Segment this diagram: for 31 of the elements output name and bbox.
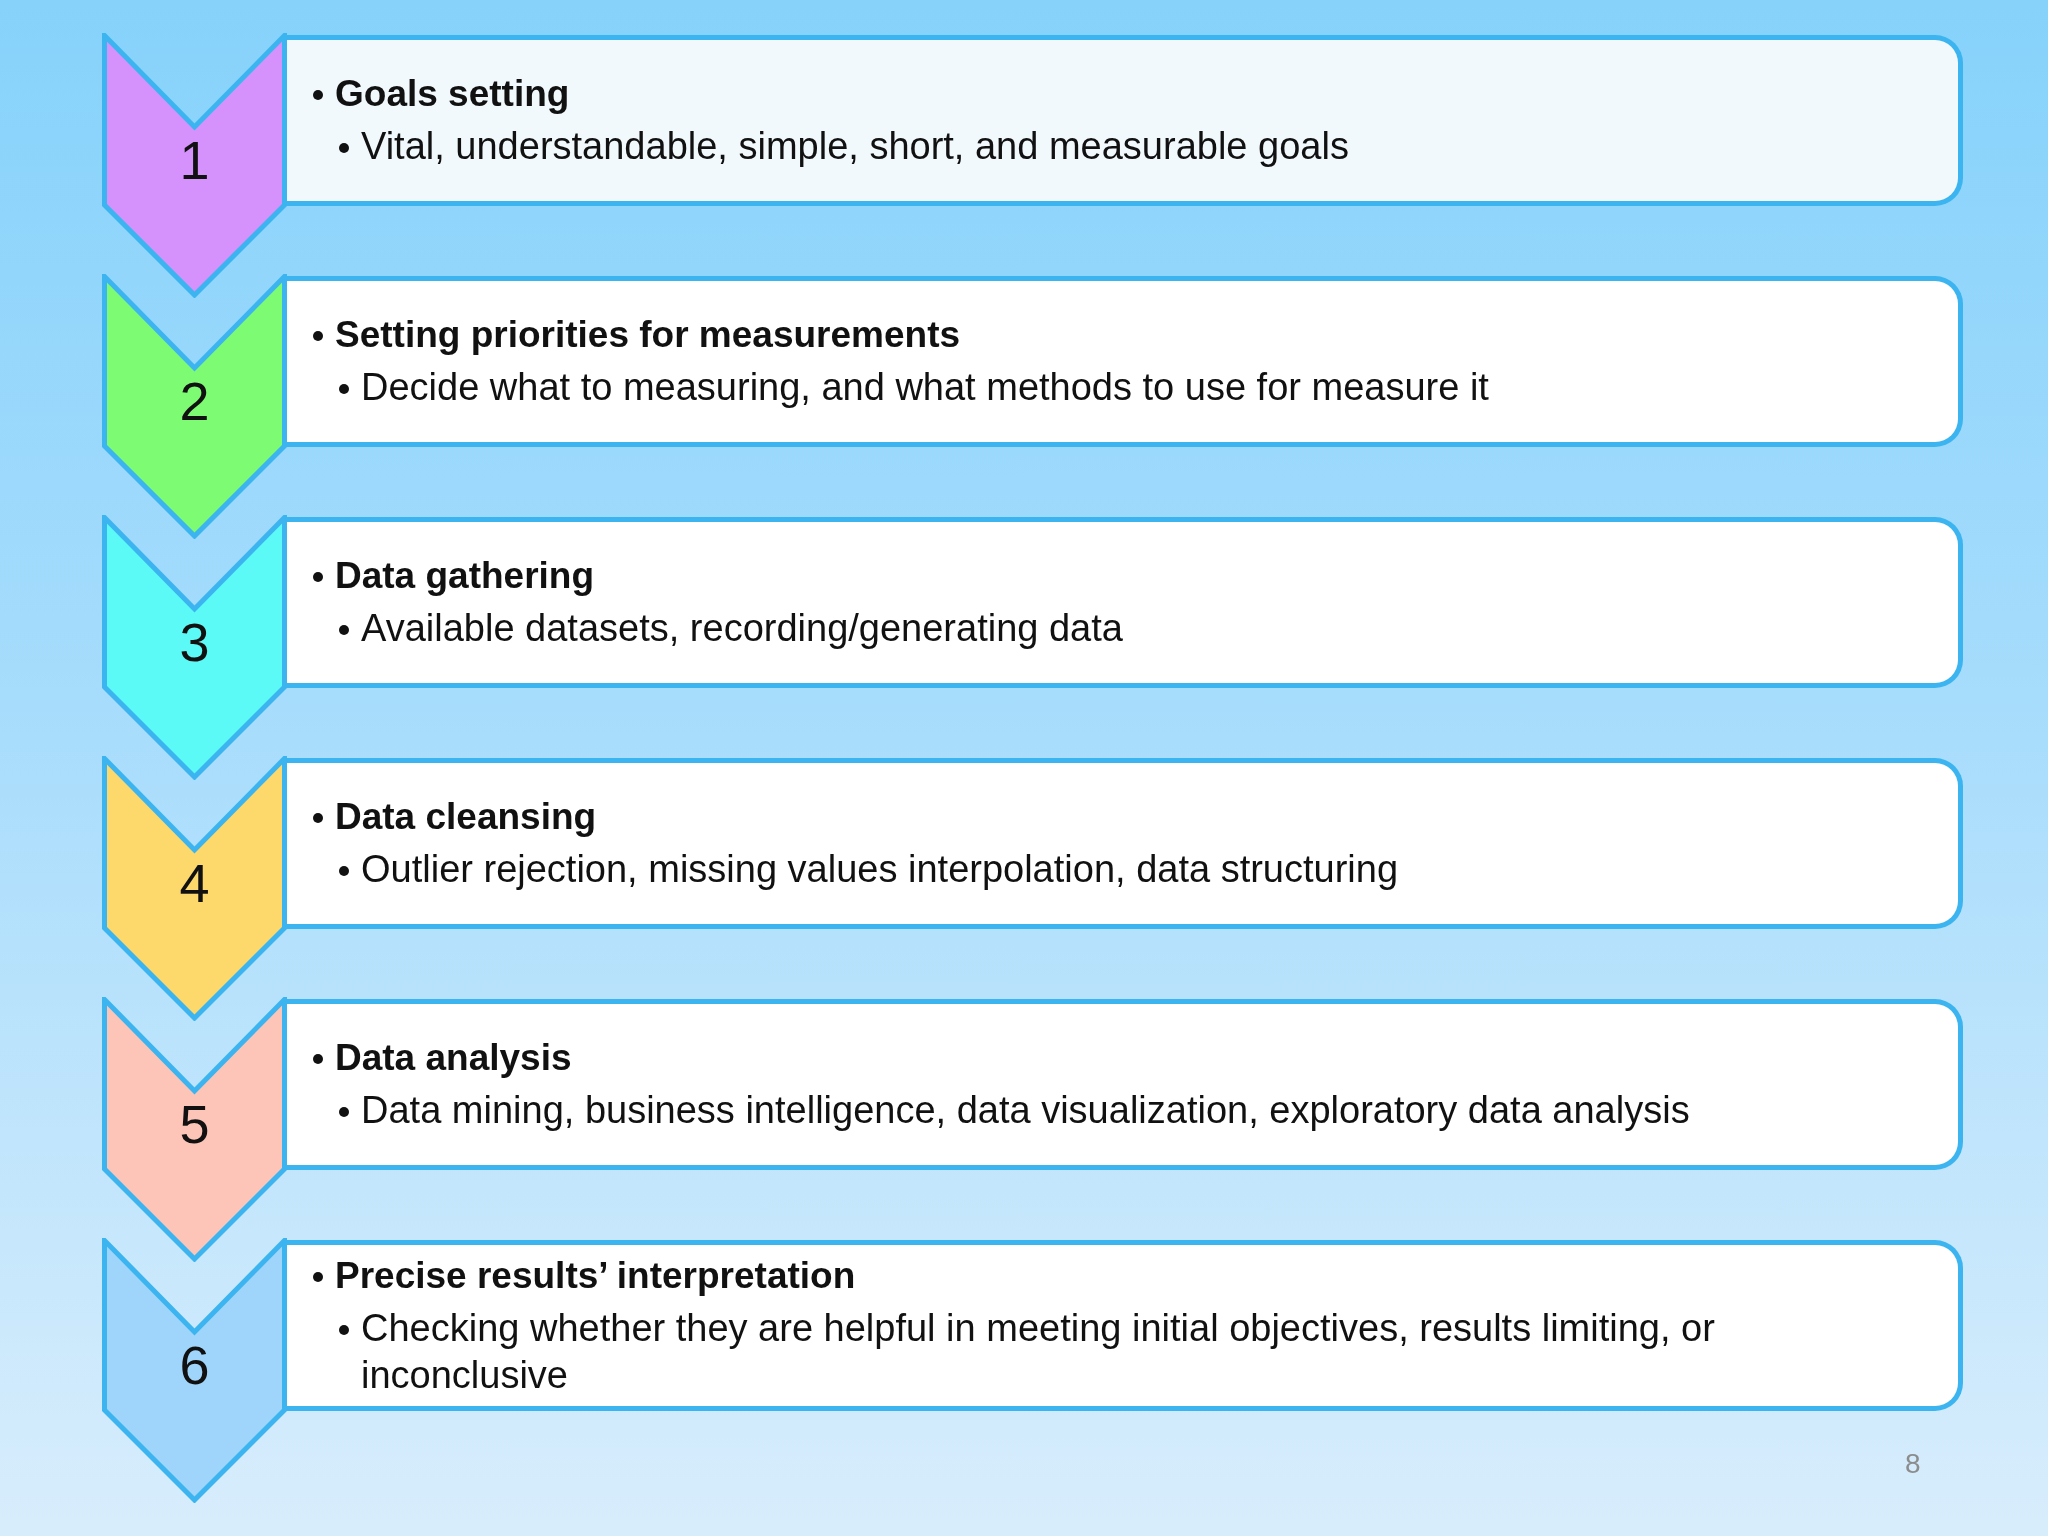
- step-marker: [102, 515, 287, 780]
- step-description: Checking whether they are helpful in meeting initial objectives, results limiting, or inconclusive: [361, 1305, 1716, 1398]
- step-marker: [102, 997, 287, 1262]
- step-heading: Data gathering: [335, 554, 595, 598]
- step-marker: [102, 1238, 287, 1503]
- step-number: 4: [179, 856, 210, 910]
- step-number: 2: [179, 374, 210, 428]
- page-number: 8: [1905, 1450, 1921, 1478]
- step-heading: Goals setting: [335, 72, 570, 116]
- step-marker: [102, 756, 287, 1021]
- step-description: Decide what to measuring, and what methods to use for measure it: [361, 365, 1489, 410]
- step-heading: Setting priorities for measurements: [335, 313, 961, 357]
- step-heading: Data cleansing: [335, 795, 597, 839]
- step-description: Vital, understandable, simple, short, and measurable goals: [361, 124, 1349, 169]
- step-box: [287, 999, 1963, 1170]
- step-box: [287, 1240, 1963, 1411]
- step-heading: Precise results’ interpretation: [335, 1253, 856, 1298]
- step-marker: [102, 274, 287, 539]
- step-number: 5: [179, 1097, 210, 1151]
- step-number: 1: [179, 133, 210, 187]
- step-number: 3: [179, 615, 210, 669]
- step-box: [287, 517, 1963, 688]
- step-description: Outlier rejection, missing values interpolation, data structuring: [361, 847, 1399, 892]
- step-description: Available datasets, recording/generating data: [361, 606, 1123, 651]
- step-box: [287, 758, 1963, 929]
- step-number: 6: [179, 1338, 210, 1392]
- step-box: [287, 35, 1963, 206]
- step-heading: Data analysis: [335, 1036, 572, 1080]
- step-marker: [102, 33, 287, 298]
- step-box: [287, 276, 1963, 447]
- step-description: Data mining, business intelligence, data visualization, exploratory data analysis: [361, 1088, 1690, 1133]
